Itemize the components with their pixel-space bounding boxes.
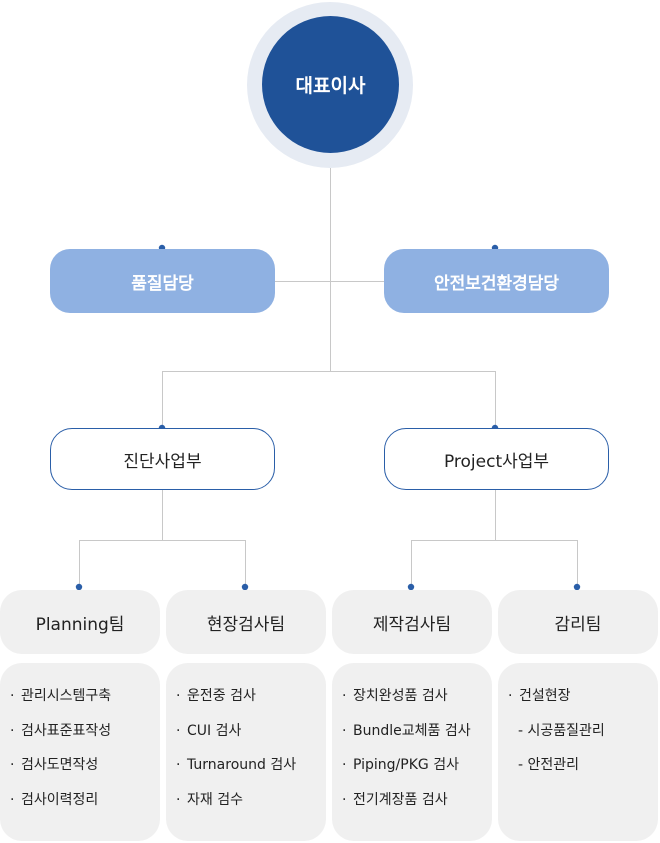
bullet: · [176,791,181,808]
task-item: · 건설현장 [508,687,658,705]
task-item: · 검사도면작성 [10,756,160,774]
task-text: 자재 검수 [187,791,243,808]
division-node-project: Project사업부 [384,428,609,490]
task-text: Turnaround 검사 [187,757,297,773]
task-text: 운전중 검사 [187,688,256,704]
team-node-fabrication-inspection: 제작검사팀 [332,590,492,654]
task-list: · 건설현장 - 시공품질관리 - 안전관리 [508,687,658,774]
task-text: 검사도면작성 [21,757,99,773]
task-text: 관리시스템구축 [21,688,112,704]
connector-dot [241,583,249,591]
task-list: · 운전중 검사 · CUI 검사 · Turnaround 검사 · 자재 검수 [176,687,326,809]
task-box-fabrication-inspection: · 장치완성품 검사 · Bundle교체품 검사 · Piping/PKG 검사 ·… [332,663,492,841]
task-text: 검사이력정리 [21,791,99,808]
staff-node-quality: 품질담당 [50,249,275,313]
staff-label: 품질담당 [131,273,194,294]
task-text: 건설현장 [519,688,571,704]
division-label: Project사업부 [443,451,550,472]
staff-node-safety: 안전보건환경담당 [384,249,609,313]
ceo-label: 대표이사 [295,75,366,97]
task-box-supervision: · 건설현장 - 시공품질관리 - 안전관리 [498,663,658,841]
staff-label: 안전보건환경담당 [433,273,560,294]
division-node-diagnosis: 진단사업부 [50,428,275,490]
task-item: · 검사표준표작성 [10,722,160,740]
task-item: · 전기계장품 검사 [342,791,492,809]
task-item: · Bundle교체품 검사 [342,722,492,740]
connector-dot [573,583,581,591]
bullet: · [10,757,15,773]
team-node-field-inspection: 현장검사팀 [166,590,326,654]
team-label: Planning팀 [35,614,125,635]
connector-dot [75,583,83,591]
team-label: 제작검사팀 [372,614,452,635]
task-text: 검사표준표작성 [21,722,112,739]
division-label: 진단사업부 [123,451,202,472]
ceo-node: 대표이사 [262,16,399,153]
task-list: · 관리시스템구축 · 검사표준표작성 · 검사도면작성 · 검사이력정리 [10,687,160,809]
task-text: 장치완성품 검사 [353,688,448,704]
task-box-planning: · 관리시스템구축 · 검사표준표작성 · 검사도면작성 · 검사이력정리 [0,663,160,841]
task-subitem: - 시공품질관리 [508,722,658,740]
bullet: · [10,722,15,739]
task-text: 전기계장품 검사 [353,791,448,808]
bullet: · [10,688,15,704]
task-text: Bundle교체품 검사 [353,722,471,739]
team-node-planning: Planning팀 [0,590,160,654]
task-text: - 안전관리 [518,757,580,773]
task-item: · 검사이력정리 [10,791,160,809]
team-label: 감리팀 [554,614,602,635]
bullet: · [342,791,347,808]
team-node-supervision: 감리팀 [498,590,658,654]
task-text: CUI 검사 [187,722,242,739]
task-item: · 장치완성품 검사 [342,687,492,705]
bullet: · [342,757,347,773]
task-item: · CUI 검사 [176,722,326,740]
task-text: - 시공품질관리 [518,722,605,739]
bullet: · [176,757,181,773]
task-item: · 관리시스템구축 [10,687,160,705]
bullet: · [342,722,347,739]
bullet: · [176,688,181,704]
task-box-field-inspection: · 운전중 검사 · CUI 검사 · Turnaround 검사 · 자재 검수 [166,663,326,841]
task-item: · 자재 검수 [176,791,326,809]
task-list: · 장치완성품 검사 · Bundle교체품 검사 · Piping/PKG 검사 ·… [342,687,492,809]
task-item: · Piping/PKG 검사 [342,756,492,774]
bullet: · [342,688,347,704]
task-item: · 운전중 검사 [176,687,326,705]
task-subitem: - 안전관리 [508,756,658,774]
connector-dot [407,583,415,591]
task-text: Piping/PKG 검사 [353,757,459,773]
bullet: · [508,688,513,704]
bullet: · [10,791,15,808]
bullet: · [176,722,181,739]
team-label: 현장검사팀 [206,614,286,635]
task-item: · Turnaround 검사 [176,756,326,774]
